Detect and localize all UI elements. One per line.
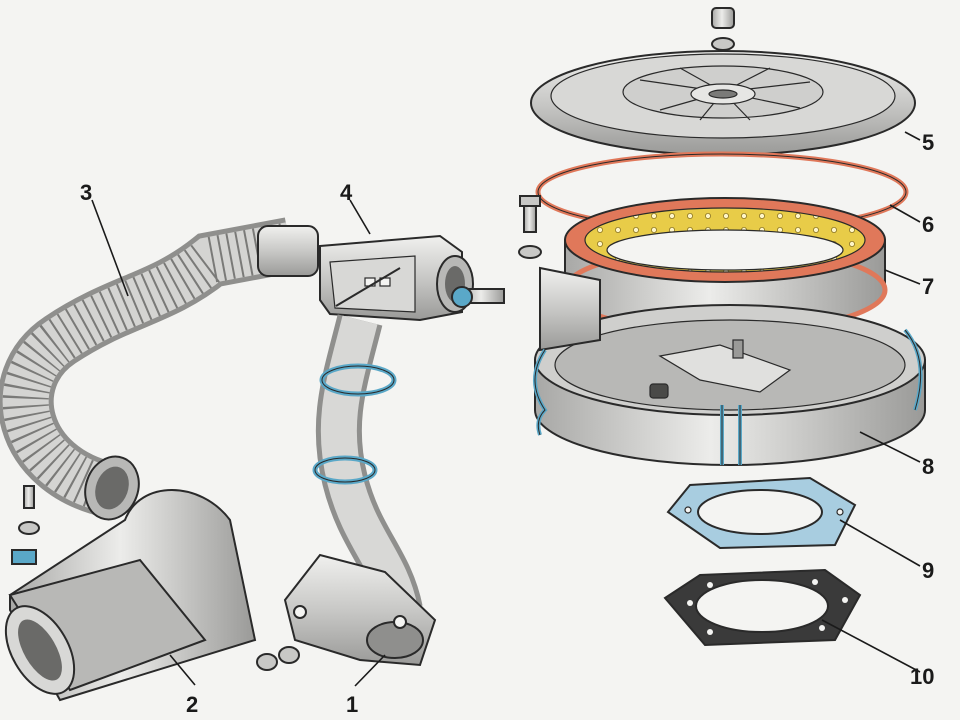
gasket-upper [666,476,857,550]
callout-5: 5 [922,130,934,155]
thermostat-housing [319,234,505,322]
housing-bolt [518,195,542,259]
spacer-plate [663,568,862,647]
callout-6: 6 [922,212,934,237]
air-cleaner-cover [530,50,916,156]
callout-labels: 1 2 3 4 5 6 7 8 9 10 [80,130,934,717]
callout-1: 1 [346,692,358,717]
corrugated-hose [0,217,319,521]
air-cleaner-housing [534,266,926,466]
hot-air-intake-pipe [283,314,437,667]
intake-duct [4,489,257,702]
leader-lines [91,131,921,687]
callout-9: 9 [922,558,934,583]
callout-2: 2 [186,692,198,717]
cover-wing-nut [711,7,735,51]
callout-8: 8 [922,454,934,479]
callout-4: 4 [340,180,353,205]
callout-7: 7 [922,274,934,299]
callout-10: 10 [910,664,934,689]
callout-3: 3 [80,180,92,205]
small-hardware [11,485,300,671]
